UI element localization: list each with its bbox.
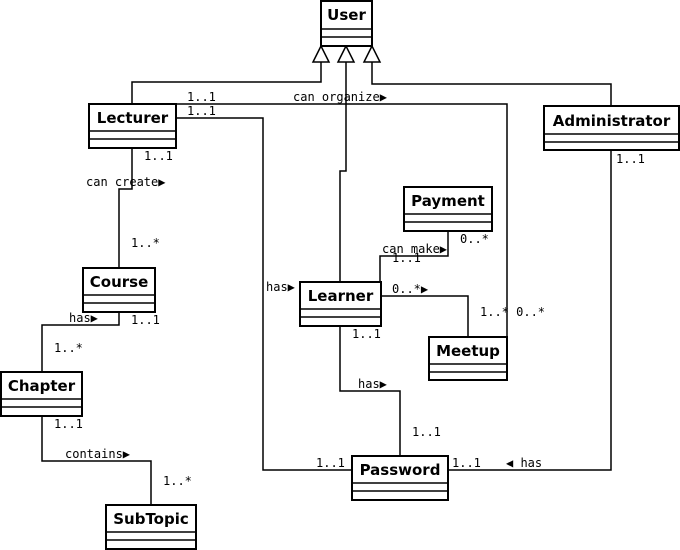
label-payment-mult: 0..* bbox=[460, 232, 489, 246]
edge-lecturer-password bbox=[176, 117, 352, 471]
label-course-chapter-mult: 1..1 bbox=[131, 313, 160, 327]
class-user[interactable]: User bbox=[320, 0, 373, 47]
label-admin-mult: 1..1 bbox=[616, 152, 645, 166]
label-pw-left-mult: 1..1 bbox=[316, 456, 345, 470]
label-pw-learner-mult: 1..1 bbox=[412, 425, 441, 439]
label-lec-org-mult1: 1..1 bbox=[187, 90, 216, 104]
label-has-chapter: has▶ bbox=[69, 311, 99, 325]
edge-learner-payment bbox=[379, 231, 449, 282]
edge-course-chapter bbox=[41, 312, 120, 372]
inheritance-arrow-learner bbox=[336, 44, 356, 63]
edge-admin-user bbox=[371, 62, 612, 106]
class-meetup[interactable]: Meetup bbox=[428, 336, 508, 381]
inheritance-arrow-lecturer bbox=[311, 44, 331, 63]
class-meetup-name: Meetup bbox=[436, 342, 500, 360]
label-chapter-mult: 1..* bbox=[54, 341, 83, 355]
class-learner[interactable]: Learner bbox=[299, 281, 382, 327]
edge-lecturer-course bbox=[118, 148, 133, 268]
class-lecturer[interactable]: Lecturer bbox=[88, 103, 177, 149]
label-can-organize: can organize▶ bbox=[293, 90, 388, 104]
class-course[interactable]: Course bbox=[82, 267, 156, 313]
label-has-learner: has▶ bbox=[266, 280, 296, 294]
edge-lecturer-meetup bbox=[176, 103, 508, 337]
inheritance-arrow-admin bbox=[362, 44, 382, 63]
label-learner-meet-mult: 0..*▶ bbox=[392, 282, 429, 296]
class-payment[interactable]: Payment bbox=[403, 186, 493, 232]
association-labels: 1..1 1..1 can organize▶ 1..1 can create▶… bbox=[54, 90, 645, 488]
edge-learner-meetup bbox=[381, 295, 469, 337]
edge-learner-user bbox=[339, 62, 347, 282]
label-chapter-sub-mult: 1..1 bbox=[54, 417, 83, 431]
class-course-name: Course bbox=[90, 273, 149, 291]
class-password[interactable]: Password bbox=[351, 455, 449, 501]
class-administrator-name: Administrator bbox=[553, 112, 671, 130]
class-subtopic-name: SubTopic bbox=[113, 510, 189, 528]
label-has-admin: ◀ has bbox=[506, 456, 542, 470]
edges bbox=[41, 44, 612, 505]
label-learner-pay-mult: 1..1 bbox=[392, 251, 421, 265]
label-course-mult: 1..* bbox=[131, 236, 160, 250]
edge-learner-password bbox=[339, 326, 401, 456]
label-lec-course-mult: 1..1 bbox=[144, 149, 173, 163]
class-lecturer-name: Lecturer bbox=[97, 109, 169, 127]
edge-lecturer-user bbox=[131, 62, 322, 104]
edge-admin-password bbox=[448, 150, 612, 471]
class-subtopic[interactable]: SubTopic bbox=[105, 504, 197, 550]
class-administrator[interactable]: Administrator bbox=[543, 105, 680, 151]
class-chapter-name: Chapter bbox=[8, 377, 76, 395]
label-lec-org-mult2: 1..1 bbox=[187, 104, 216, 118]
label-meetup-mult: 1..* 0..* bbox=[480, 305, 545, 319]
class-chapter[interactable]: Chapter bbox=[0, 371, 83, 417]
label-learner-pw-mult: 1..1 bbox=[352, 327, 381, 341]
label-contains: contains▶ bbox=[65, 447, 131, 461]
class-password-name: Password bbox=[360, 461, 441, 479]
label-has-pw: has▶ bbox=[358, 377, 388, 391]
class-learner-name: Learner bbox=[308, 287, 374, 305]
class-user-name: User bbox=[327, 6, 366, 24]
label-pw-right-mult: 1..1 bbox=[452, 456, 481, 470]
label-can-create: can create▶ bbox=[86, 175, 166, 189]
edge-chapter-subtopic bbox=[41, 416, 152, 505]
class-payment-name: Payment bbox=[411, 192, 485, 210]
label-subtopic-mult: 1..* bbox=[163, 474, 192, 488]
label-can-make: can make▶ bbox=[382, 242, 448, 256]
